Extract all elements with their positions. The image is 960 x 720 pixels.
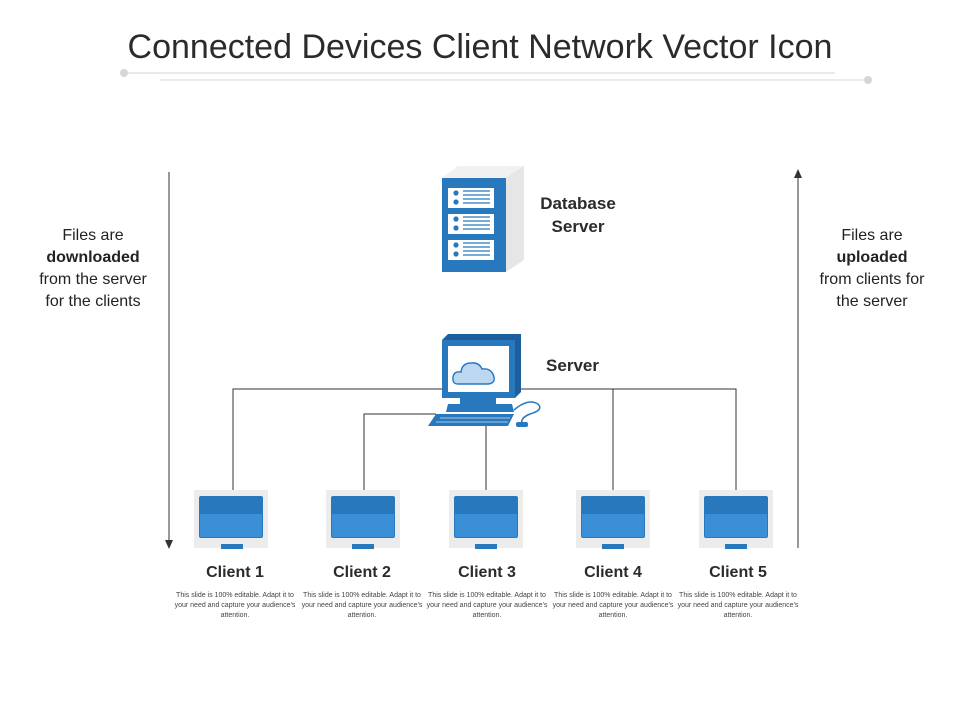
cloud-icon [452, 362, 495, 385]
server-label: Server [546, 356, 599, 375]
upload-note-line1: Files are [841, 227, 903, 244]
database-server-label: Database Server [528, 192, 628, 238]
server-computer-icon [428, 334, 541, 427]
upload-arrow [794, 169, 802, 548]
download-note-bold: downloaded [46, 249, 140, 266]
title-divider [120, 69, 872, 84]
client-4-name: Client 4 [584, 564, 642, 581]
client-3-name: Client 3 [458, 564, 516, 581]
download-note: Files are downloaded from the server for… [23, 225, 163, 313]
client-monitor-3 [449, 490, 523, 549]
client-3-desc: This slide is 100% editable. Adapt it to… [426, 592, 548, 619]
client-1-name: Client 1 [206, 564, 264, 581]
upload-note-bold: uploaded [836, 249, 908, 266]
database-label-line1: Database [540, 194, 616, 213]
page-title: Connected Devices Client Network Vector … [127, 28, 833, 66]
client-1-desc: This slide is 100% editable. Adapt it to… [174, 592, 296, 619]
download-note-line1: Files are [62, 227, 124, 244]
client-monitor-1 [194, 490, 268, 549]
client-monitor-5 [699, 490, 773, 549]
client-2-desc: This slide is 100% editable. Adapt it to… [301, 592, 423, 619]
download-note-line4: for the clients [45, 293, 141, 310]
upload-note-line3: from clients for [819, 271, 925, 288]
database-label-line2: Server [551, 217, 605, 236]
download-arrow [165, 172, 173, 549]
upload-note-line4: the server [836, 293, 908, 310]
client-4-desc: This slide is 100% editable. Adapt it to… [552, 592, 674, 619]
download-note-line3: from the server [39, 271, 147, 288]
connection-lines [232, 388, 737, 490]
client-5-name: Client 5 [709, 564, 767, 581]
client-monitor-4 [576, 490, 650, 549]
client-5-desc: This slide is 100% editable. Adapt it to… [677, 592, 799, 619]
client-2-name: Client 2 [333, 564, 391, 581]
database-server-icon [442, 166, 524, 272]
upload-note: Files are uploaded from clients for the … [802, 225, 942, 313]
client-monitor-2 [326, 490, 400, 549]
